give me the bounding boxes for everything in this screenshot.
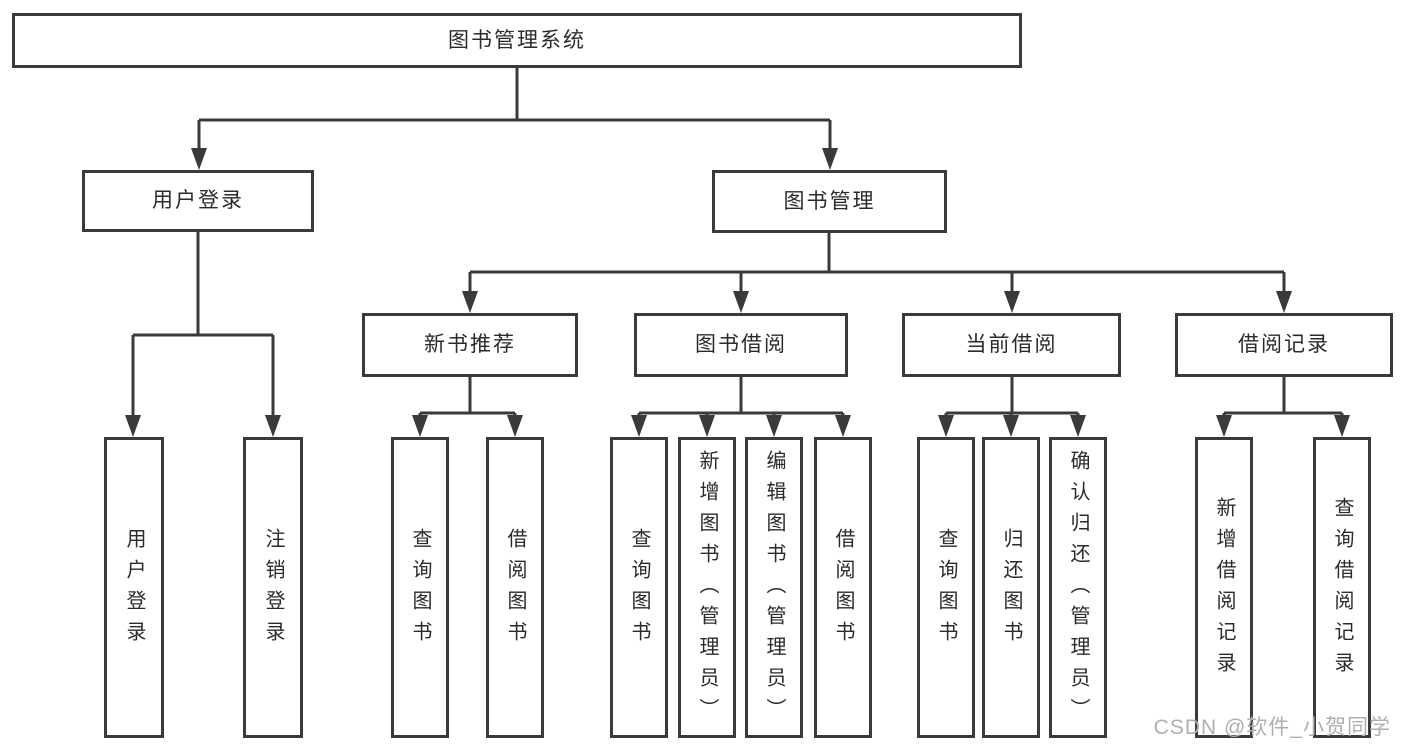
node-book-management: 图书管理 [712,170,947,233]
node-new-book-recommendation: 新书推荐 [362,313,578,377]
leaf-current-confirm-return-admin: 确认归还（管理员） [1049,437,1107,738]
leaf-borrowing-query-books: 查询图书 [610,437,668,738]
leaf-records-add-borrow-record: 新增借阅记录 [1195,437,1253,738]
node-book-borrowing: 图书借阅 [634,313,848,377]
node-borrowing-records: 借阅记录 [1175,313,1393,377]
node-current-borrowing: 当前借阅 [902,313,1121,377]
leaf-borrowing-borrow-books: 借阅图书 [814,437,872,738]
leaf-borrowing-add-books-admin: 新增图书（管理员） [678,437,736,738]
leaf-recommend-borrow-books: 借阅图书 [486,437,544,738]
leaf-logout: 注销登录 [243,437,303,738]
leaf-recommend-query-books: 查询图书 [391,437,449,738]
leaf-current-query-books: 查询图书 [917,437,975,738]
node-user-login: 用户登录 [82,170,314,232]
csdn-watermark: CSDN @软件_小贺同学 [1153,716,1391,739]
arrowheads [125,148,1350,437]
node-library-management-system: 图书管理系统 [12,13,1022,68]
leaf-borrowing-edit-books-admin: 编辑图书（管理员） [745,437,803,738]
leaf-current-return-books: 归还图书 [982,437,1040,738]
leaf-user-login: 用户登录 [104,437,164,738]
leaf-records-query-borrow-record: 查询借阅记录 [1313,437,1371,738]
